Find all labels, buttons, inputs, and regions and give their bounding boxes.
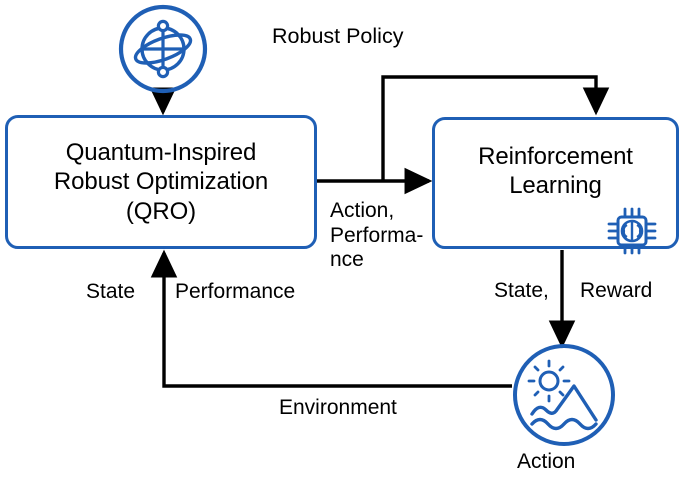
edge-label-performance: Performance [175,280,296,303]
edge-label-state: State [86,280,136,303]
edge-label-reward: Reward [580,279,653,302]
quantum-orbit-icon [118,4,208,94]
node-environment-label: Action [517,450,576,473]
node-qro-box[interactable]: Quantum-Inspired Robust Optimization (QR… [5,115,317,249]
edge-label-environment: Environment [279,396,397,419]
chip-brain-icon [606,205,658,257]
edge-label-state-comma: State, [494,279,549,302]
node-rl-label: Reinforcement Learning [478,142,633,199]
edge-label-action-performance: Action, Performa- nce [330,199,424,272]
node-rl-box[interactable]: Reinforcement Learning [432,117,679,249]
edge-robust-policy [381,75,610,181]
edge-environment-to-qro [150,249,512,388]
environment-landscape-icon [512,343,616,447]
node-qro-label: Quantum-Inspired Robust Optimization (QR… [53,139,269,225]
edge-label-robust-policy: Robust Policy [272,24,404,48]
